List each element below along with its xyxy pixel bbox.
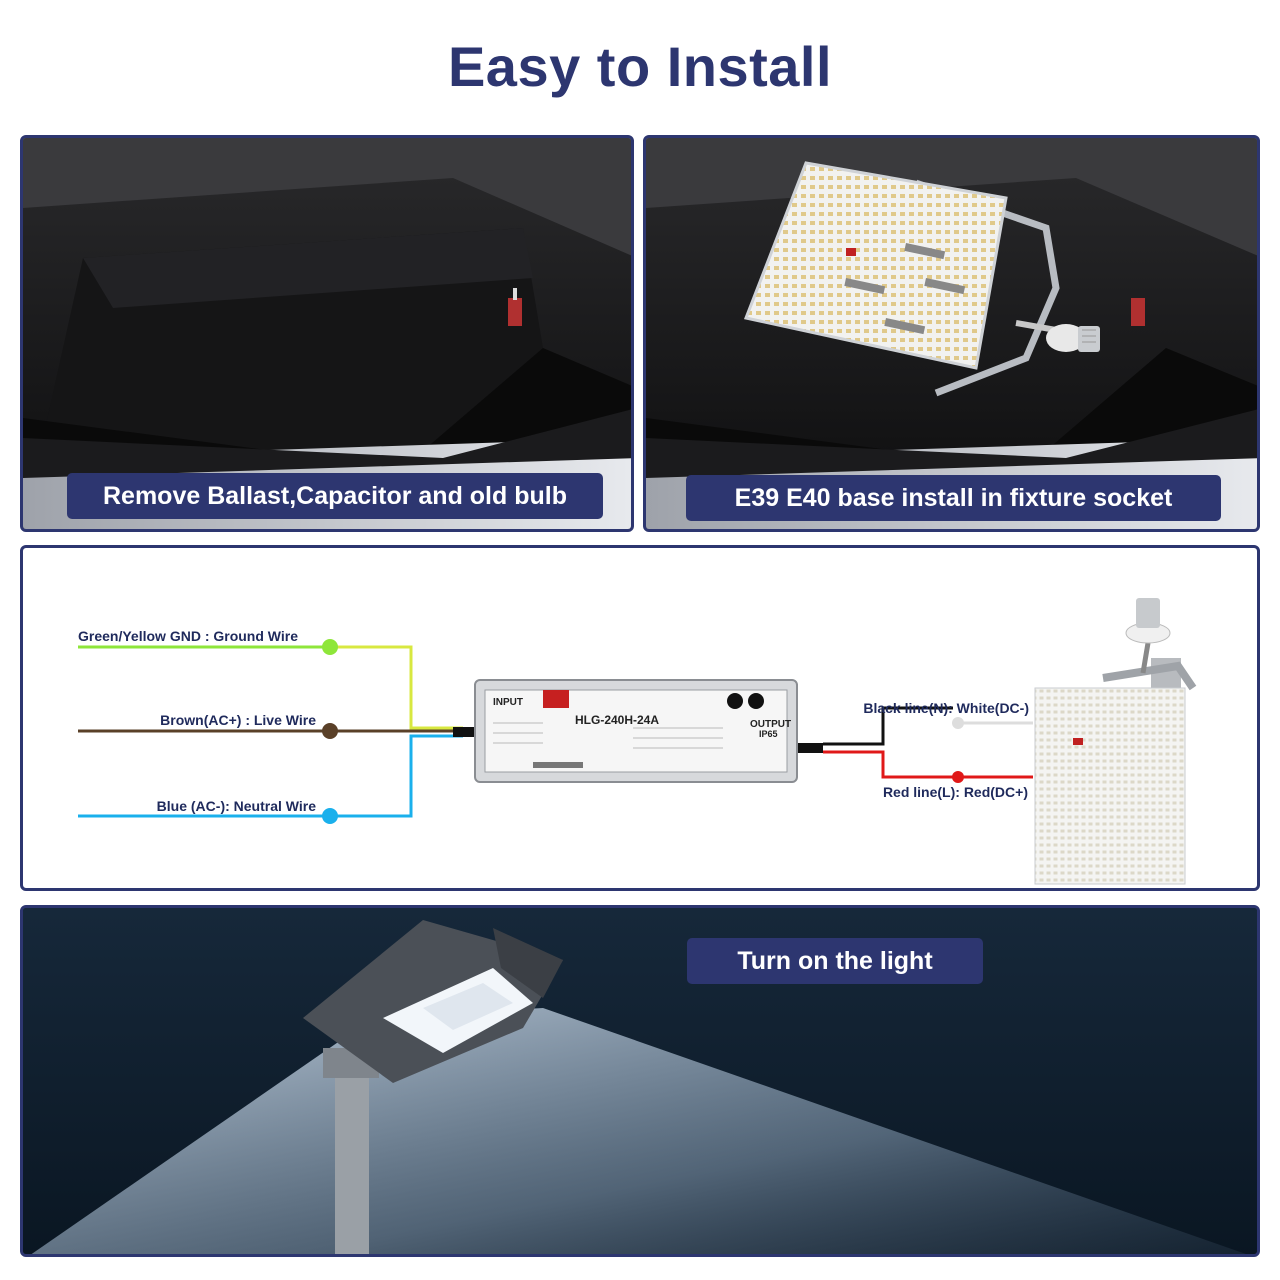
red-line-label: Red line(L): Red(DC+): [882, 784, 1028, 800]
driver-input-label: INPUT: [493, 697, 523, 708]
ground-terminal: [322, 639, 338, 655]
dc-positive-wire: [823, 750, 953, 779]
live-terminal: [322, 723, 338, 739]
light-pole: [335, 1058, 369, 1254]
neutral-wire-label: Blue (AC-): Neutral Wire: [156, 798, 316, 814]
empty-fixture-illustration: [23, 138, 631, 529]
street-light-illustration: [23, 908, 1257, 1254]
dc-negative-wire: [823, 706, 953, 746]
step1-caption: Remove Ballast,Capacitor and old bulb: [67, 473, 603, 519]
step2-panel: E39 E40 base install in fixture socket: [643, 135, 1260, 532]
white-terminal: [952, 717, 964, 729]
brand-logo-icon: [543, 690, 569, 708]
driver-rating-label: IP65: [759, 729, 778, 739]
led-module: [1034, 598, 1197, 885]
step3-caption: Turn on the light: [687, 938, 983, 984]
live-wire-label: Brown(AC+) : Live Wire: [160, 712, 316, 728]
wiring-panel: Green/Yellow GND : Ground Wire Brown(AC+…: [20, 545, 1260, 891]
page-title: Easy to Install: [447, 35, 833, 98]
step2-caption: E39 E40 base install in fixture socket: [686, 475, 1221, 521]
driver-output-label: OUTPUT: [750, 719, 792, 730]
ground-wire-label: Green/Yellow GND : Ground Wire: [78, 628, 299, 644]
step3-panel: Turn on the light: [20, 905, 1260, 1257]
red-terminal: [952, 771, 964, 783]
led-driver: [474, 679, 798, 783]
step1-panel: Remove Ballast,Capacitor and old bulb: [20, 135, 634, 532]
adjust-knob-icon: [727, 693, 743, 709]
black-line-label: Black line(N): White(DC-): [863, 700, 1029, 716]
driver-model-label: HLG-240H-24A: [575, 713, 660, 727]
led-panel: [743, 161, 1008, 370]
wiring-diagram: [78, 598, 1197, 885]
adjust-knob-icon: [748, 693, 764, 709]
neutral-terminal: [322, 808, 338, 824]
socket-base-icon: [1046, 324, 1086, 352]
luminaire: [303, 920, 563, 1083]
retrofit-install-illustration: [646, 138, 1257, 529]
wire-ends-icon: [508, 298, 522, 326]
